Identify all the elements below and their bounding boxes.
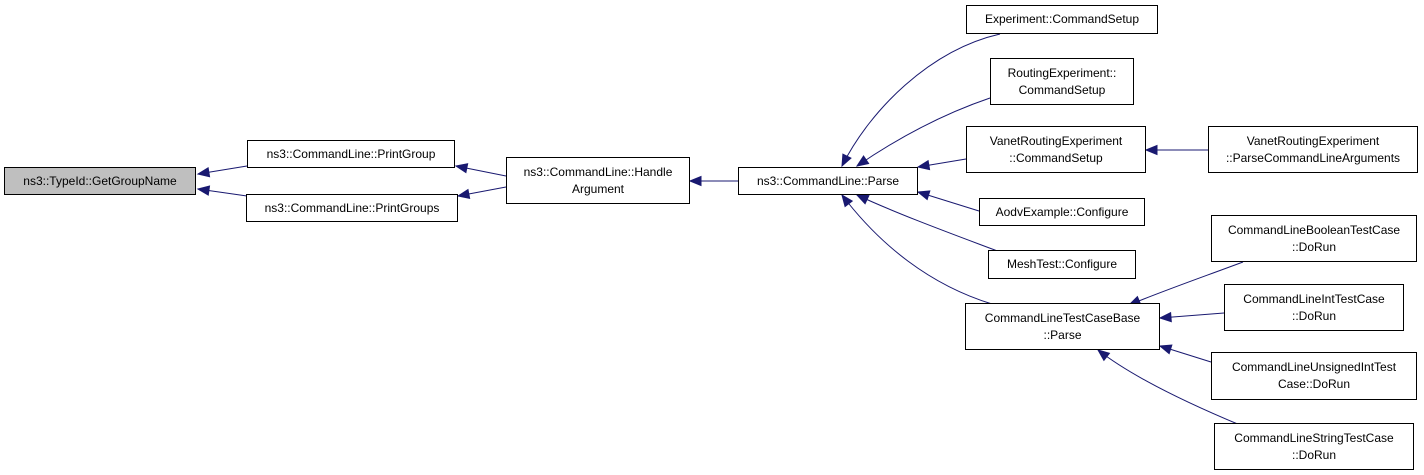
arrowhead-n0 — [196, 166, 211, 178]
arrowhead-n7 — [1144, 144, 1158, 156]
arrowhead-n4 — [916, 159, 931, 171]
arrowhead-n3 — [688, 175, 702, 187]
node-commandline-parse[interactable]: ns3::CommandLine::Parse — [738, 167, 918, 195]
node-commandlineinttestcase-dorun[interactable]: CommandLineIntTestCase ::DoRun — [1224, 284, 1404, 331]
arrowhead-n11 — [1096, 349, 1111, 362]
node-commandlinetestcasebase-parse[interactable]: CommandLineTestCaseBase ::Parse — [965, 303, 1160, 350]
node-commandline-handleargument[interactable]: ns3::CommandLine::Handle Argument — [506, 157, 690, 204]
node-aodvexample-configure[interactable]: AodvExample::Configure — [979, 198, 1145, 226]
edge-n15-to-n11 — [1097, 349, 1241, 426]
node-vanetroutingexperiment-commandsetup[interactable]: VanetRoutingExperiment ::CommandSetup — [966, 126, 1146, 173]
node-routingexperiment-commandsetup[interactable]: RoutingExperiment:: CommandSetup — [990, 58, 1134, 105]
edge-n10-to-n4 — [856, 194, 1001, 253]
node-vanetroutingexperiment-parsecommandlinearguments[interactable]: VanetRoutingExperiment ::ParseCommandLin… — [1208, 126, 1418, 173]
node-meshtest-configure[interactable]: MeshTest::Configure — [988, 250, 1136, 279]
node-commandline-printgroup[interactable]: ns3::CommandLine::PrintGroup — [247, 140, 455, 168]
node-commandline-printgroups[interactable]: ns3::CommandLine::PrintGroups — [246, 194, 458, 222]
node-commandlinebooleantestcase-dorun[interactable]: CommandLineBooleanTestCase ::DoRun — [1211, 215, 1417, 262]
node-commandlineunsignedinttestcase-dorun[interactable]: CommandLineUnsignedIntTest Case::DoRun — [1211, 352, 1417, 400]
edge-n6-to-n4 — [856, 97, 991, 167]
node-typeid-getgroupname: ns3::TypeId::GetGroupName — [4, 167, 196, 195]
arrowhead-n4 — [916, 190, 931, 201]
arrowhead-n4 — [855, 194, 870, 205]
arrowhead-n4 — [841, 193, 854, 208]
arrowhead-n0 — [196, 185, 211, 196]
arrowhead-n4 — [841, 153, 852, 168]
arrowhead-n4 — [855, 155, 870, 167]
edge-n5-to-n4 — [841, 33, 1001, 167]
arrowhead-n2 — [456, 188, 471, 200]
arrowhead-n11 — [1158, 311, 1172, 323]
node-commandlinestringtestcase-dorun[interactable]: CommandLineStringTestCase ::DoRun — [1214, 423, 1414, 470]
edge-n12-to-n11 — [1128, 261, 1244, 306]
arrowhead-n1 — [454, 163, 469, 174]
arrowhead-n11 — [1158, 344, 1173, 355]
node-experiment-commandsetup[interactable]: Experiment::CommandSetup — [966, 5, 1158, 34]
edge-n11-to-n4 — [841, 194, 993, 305]
